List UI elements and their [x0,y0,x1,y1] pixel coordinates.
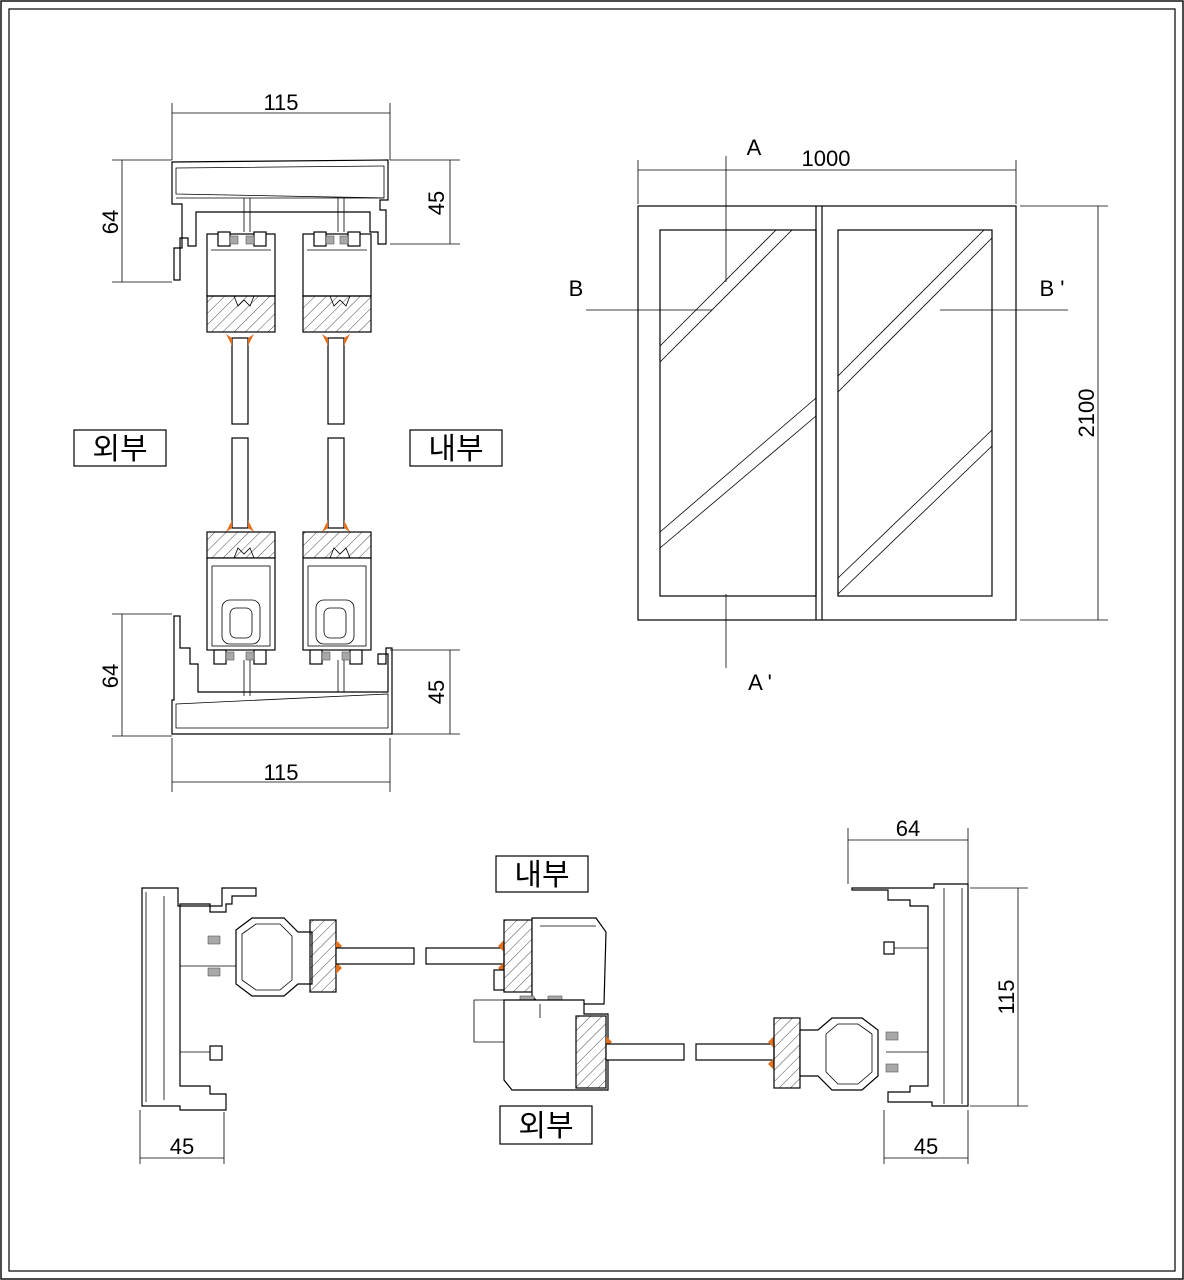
dim-text: 64 [98,664,123,688]
dim-vt-width-top: 115 [171,90,391,160]
dim-text: 45 [170,1134,194,1159]
glass-reflection-right [837,229,993,595]
dim-text: 115 [994,979,1019,1014]
left-sash-glass [659,229,817,597]
dim-hz-bottom-right: 45 [883,1110,969,1164]
label-outside-bottom: 외부 [499,1105,593,1145]
dim-hz-right-height: 115 [970,887,1028,1107]
dim-text: 45 [424,680,449,704]
label-outside-top: 외부 [73,429,167,467]
label-inside-bottom: 내부 [495,855,589,893]
dim-vt-width-bottom: 115 [171,738,391,792]
right-sash-glass [837,229,993,597]
dim-elev-width: 1000 [637,146,1017,204]
bottom-sash-left [206,520,276,665]
window-elevation: 1000 2100 [569,135,1108,695]
top-sash-left [206,231,276,425]
sill-frame-profile [171,615,393,735]
dim-hz-bottom-left: 45 [139,1110,225,1164]
dim-vt-right-top: 45 [390,159,460,245]
label-text: 외부 [92,433,147,466]
drawing-frame [8,8,1176,1272]
dim-text: 1000 [802,146,851,171]
dim-text: 115 [263,760,298,785]
dim-vt-left-bottom: 64 [98,613,172,737]
dim-text: 45 [914,1134,938,1159]
head-frame-profile [171,159,389,281]
outer-frame [637,205,1017,621]
label-text: 외부 [518,1110,573,1143]
bottom-sash-right [302,520,372,665]
glass-reflection-left [659,229,817,549]
label-text: 내부 [428,433,483,466]
dim-hz-top-right: 64 [847,816,969,884]
section-line-b: B B ' [569,276,1068,311]
dim-vt-right-bottom: 45 [390,649,460,735]
dim-text: 45 [424,191,449,215]
horizontal-section: 45 45 64 115 내부 외부 [139,816,1028,1164]
dim-vt-left-top: 64 [98,159,172,283]
section-mark-a: A [747,135,762,160]
section-mark-b-prime: B ' [1040,276,1065,301]
glass-left-lower [231,437,249,529]
section-line-a: A A ' [725,135,772,695]
left-jamb-profile [141,887,257,1111]
left-sash-profile [235,917,415,997]
label-inside-top: 내부 [409,429,503,467]
vertical-section: 115 64 45 [73,90,503,792]
section-mark-a-prime: A ' [748,670,772,695]
section-mark-b: B [569,276,584,301]
dim-text: 64 [98,210,123,234]
label-text: 내부 [514,859,569,892]
dim-text: 64 [896,816,920,841]
meeting-rail-profile [425,917,685,1091]
dim-text: 115 [263,90,298,115]
right-sash-profile [695,1017,879,1091]
dim-text: 2100 [1074,389,1099,438]
glass-right-lower [327,437,345,529]
dim-elev-height: 2100 [1020,205,1108,621]
top-sash-right [302,231,372,425]
